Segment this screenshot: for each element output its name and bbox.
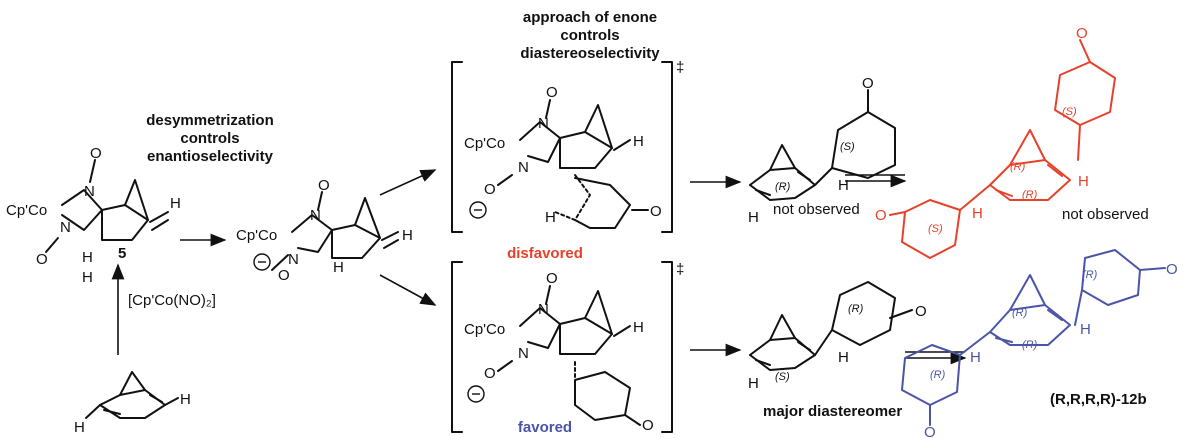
svg-text:N: N [84, 183, 95, 200]
svg-text:H: H [82, 269, 93, 286]
svg-text:(R): (R) [775, 181, 791, 193]
svg-text:N: N [538, 115, 549, 132]
svg-text:(S): (S) [840, 141, 855, 153]
svg-text:H: H [82, 249, 93, 266]
svg-text:O: O [924, 424, 936, 439]
svg-text:O: O [1166, 261, 1178, 278]
product-not-observed-1: (R) O (S) H H not observed [748, 75, 896, 226]
svg-text:O: O [36, 251, 48, 268]
svg-text:H: H [74, 419, 85, 436]
svg-text:(R): (R) [848, 303, 864, 315]
svg-text:‡: ‡ [676, 59, 684, 76]
svg-text:H: H [633, 319, 644, 336]
svg-text:controls: controls [560, 27, 619, 44]
svg-text:O: O [875, 207, 887, 224]
svg-text:O: O [546, 270, 558, 287]
svg-text:(S): (S) [928, 223, 943, 235]
product-not-observed-2: O (S) H (R) (R) H (S) O not observed [875, 25, 1149, 259]
svg-text:(R): (R) [1010, 161, 1026, 173]
svg-text:O: O [484, 365, 496, 382]
svg-text:N: N [288, 251, 299, 268]
svg-text:O: O [484, 181, 496, 198]
svg-text:H: H [545, 209, 556, 226]
svg-text:N: N [518, 159, 529, 176]
svg-text:(R): (R) [1082, 269, 1098, 281]
product-major: (S) O (R) H H major diastereomer [748, 281, 927, 420]
svg-text:enantioselectivity: enantioselectivity [147, 148, 274, 165]
svg-text:H: H [402, 227, 413, 244]
svg-text:O: O [278, 267, 290, 284]
svg-text:controls: controls [180, 130, 239, 147]
svg-text:H: H [170, 195, 181, 212]
arrow-top-2 [845, 174, 907, 188]
arrow-to-favored [379, 274, 437, 306]
svg-text:Cp'Co: Cp'Co [236, 227, 277, 244]
svg-text:O: O [915, 303, 927, 320]
svg-text:H: H [748, 209, 759, 226]
svg-text:desymmetrization: desymmetrization [146, 112, 274, 129]
svg-text:diastereoselectivity: diastereoselectivity [520, 45, 660, 62]
ts-disfavored: ‡ Cp'Co N O N O H O H disfavored [451, 59, 684, 262]
svg-text:‡: ‡ [676, 261, 684, 278]
svg-text:5: 5 [118, 245, 126, 262]
svg-text:H: H [1080, 321, 1091, 338]
svg-text:(R): (R) [930, 369, 946, 381]
favored-label: favored [518, 419, 572, 436]
compound-5: Cp'Co N N O O H H H 5 [6, 145, 181, 286]
svg-text:H: H [748, 375, 759, 392]
svg-text:Cp'Co: Cp'Co [6, 202, 47, 219]
svg-text:H: H [180, 391, 191, 408]
intermediate: Cp'Co N O O N H H [236, 177, 413, 284]
not-observed-2-label: not observed [1062, 206, 1149, 223]
desym-title: desymmetrization controls enantioselecti… [146, 112, 274, 165]
disfavored-label: disfavored [507, 245, 583, 262]
svg-text:O: O [862, 75, 874, 92]
svg-text:Cp'Co: Cp'Co [464, 321, 505, 338]
ts-favored: ‡ Cp'Co N O N O H O favored [451, 261, 684, 436]
svg-text:H: H [838, 349, 849, 366]
svg-text:O: O [642, 417, 654, 434]
svg-text:N: N [538, 301, 549, 318]
arrow-to-disfavored [379, 169, 437, 196]
svg-text:N: N [518, 345, 529, 362]
svg-text:O: O [546, 84, 558, 101]
svg-text:N: N [60, 219, 71, 236]
product-12b: O (R) H (R) (R) H (R) O [901, 249, 1178, 439]
svg-text:approach of enone: approach of enone [523, 9, 657, 26]
svg-text:(S): (S) [1062, 106, 1077, 118]
svg-text:H: H [838, 177, 849, 194]
svg-text:H: H [633, 133, 644, 150]
reagent-label: [Cp'Co(NO)₂] [128, 292, 216, 309]
svg-text:O: O [90, 145, 102, 162]
arrow-bottom-2 [905, 351, 967, 365]
norbornadiene: H H [74, 371, 191, 436]
svg-text:N: N [310, 207, 321, 224]
svg-text:(S): (S) [775, 371, 790, 383]
svg-text:H: H [1078, 173, 1089, 190]
major-label: major diastereomer [763, 403, 902, 420]
svg-text:O: O [318, 177, 330, 194]
not-observed-1-label: not observed [773, 201, 860, 218]
svg-text:(R): (R) [1022, 339, 1038, 351]
svg-text:(R): (R) [1012, 307, 1028, 319]
approach-title: approach of enone controls diastereosele… [520, 9, 660, 62]
product-12b-label: (R,R,R,R)-12b [1050, 391, 1147, 408]
svg-text:H: H [333, 259, 344, 276]
svg-text:H: H [972, 205, 983, 222]
svg-text:O: O [1076, 25, 1088, 42]
svg-text:(R): (R) [1022, 189, 1038, 201]
svg-text:H: H [970, 349, 981, 366]
svg-text:O: O [650, 203, 662, 220]
svg-text:Cp'Co: Cp'Co [464, 135, 505, 152]
